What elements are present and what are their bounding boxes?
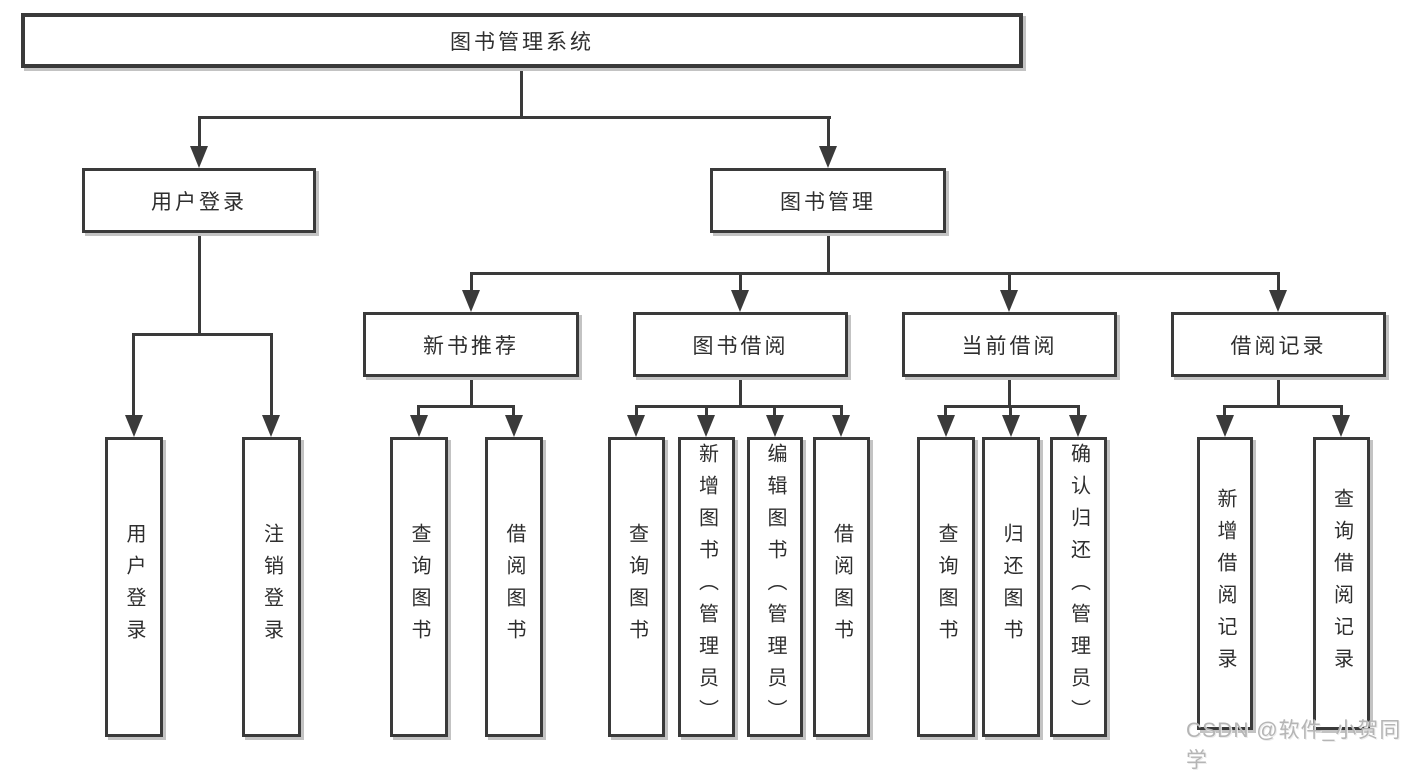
arrow-down-icon — [190, 146, 208, 168]
connector-line — [1223, 405, 1226, 417]
node-borrow-records: 借阅记录 — [1171, 312, 1386, 377]
watermark: CSDN @软件_小贺同学 — [1186, 719, 1402, 772]
connector-line — [739, 272, 742, 292]
connector-line — [827, 116, 830, 148]
connector-line — [520, 67, 523, 118]
leaf-borrow-books-recommend-label: 借阅图书 — [503, 523, 525, 651]
connector-line — [270, 333, 273, 417]
connector-line — [470, 272, 473, 292]
node-current-borrow-label: 当前借阅 — [961, 334, 1058, 358]
node-new-book-recommend-label: 新书推荐 — [423, 334, 519, 358]
leaf-borrow-books-label: 借阅图书 — [830, 523, 853, 651]
leaf-add-borrow-record-label: 新增借阅记录 — [1214, 487, 1236, 680]
leaf-query-books-borrow: 查询图书 — [608, 437, 665, 737]
arrow-down-icon — [1216, 415, 1234, 437]
leaf-user-login: 用户登录 — [105, 437, 163, 737]
connector-line — [739, 377, 742, 407]
connector-line — [470, 377, 473, 407]
connector-line — [470, 272, 1280, 275]
node-current-borrow: 当前借阅 — [902, 312, 1117, 377]
leaf-edit-book-admin: 编辑图书（管理员） — [747, 437, 803, 737]
node-book-borrow-label: 图书借阅 — [692, 334, 789, 358]
arrow-down-icon — [627, 415, 645, 437]
arrow-down-icon — [1002, 415, 1020, 437]
leaf-query-books-borrow-label: 查询图书 — [625, 523, 648, 651]
leaf-query-books-current: 查询图书 — [917, 437, 975, 737]
connector-line — [840, 405, 843, 417]
arrow-down-icon — [697, 415, 715, 437]
arrow-down-icon — [410, 415, 428, 437]
arrow-down-icon — [937, 415, 955, 437]
leaf-query-books-recommend-label: 查询图书 — [408, 523, 430, 651]
arrow-down-icon — [832, 415, 850, 437]
connector-line — [1277, 377, 1280, 407]
leaf-query-books-current-label: 查询图书 — [935, 523, 957, 651]
connector-line — [132, 333, 135, 417]
connector-line — [827, 233, 830, 274]
node-book-borrow: 图书借阅 — [633, 312, 848, 377]
leaf-return-book-label: 归还图书 — [1000, 523, 1022, 651]
connector-line — [705, 405, 708, 417]
leaf-borrow-books: 借阅图书 — [813, 437, 870, 737]
connector-line — [132, 333, 273, 336]
node-book-management-label: 图书管理 — [780, 190, 876, 214]
leaf-confirm-return-admin-label: 确认归还（管理员） — [1067, 443, 1090, 731]
node-borrow-records-label: 借阅记录 — [1230, 334, 1327, 358]
node-user-login-label: 用户登录 — [151, 190, 247, 214]
leaf-query-borrow-record: 查询借阅记录 — [1313, 437, 1370, 730]
leaf-return-book: 归还图书 — [982, 437, 1040, 737]
connector-line — [635, 405, 638, 417]
connector-line — [512, 405, 515, 417]
arrow-down-icon — [766, 415, 784, 437]
leaf-add-book-admin: 新增图书（管理员） — [678, 437, 735, 737]
connector-line — [417, 405, 420, 417]
arrow-down-icon — [505, 415, 523, 437]
arrow-down-icon — [1332, 415, 1350, 437]
connector-line — [773, 405, 776, 417]
connector-line — [944, 405, 1080, 408]
arrow-down-icon — [462, 290, 480, 312]
connector-line — [1223, 405, 1342, 408]
leaf-logout: 注销登录 — [242, 437, 301, 737]
leaf-edit-book-admin-label: 编辑图书（管理员） — [764, 443, 786, 731]
connector-line — [1277, 272, 1280, 292]
node-user-login: 用户登录 — [82, 168, 316, 233]
arrow-down-icon — [262, 415, 280, 437]
arrow-down-icon — [1069, 415, 1087, 437]
leaf-logout-label: 注销登录 — [260, 523, 283, 651]
node-system-label: 图书管理系统 — [450, 30, 594, 54]
node-new-book-recommend: 新书推荐 — [363, 312, 579, 377]
connector-line — [1008, 272, 1011, 292]
connector-line — [198, 116, 201, 148]
node-book-management: 图书管理 — [710, 168, 946, 233]
leaf-add-book-admin-label: 新增图书（管理员） — [695, 443, 718, 731]
node-system: 图书管理系统 — [21, 13, 1023, 68]
connector-line — [198, 233, 201, 335]
arrow-down-icon — [125, 415, 143, 437]
arrow-down-icon — [1269, 290, 1287, 312]
leaf-confirm-return-admin: 确认归还（管理员） — [1050, 437, 1107, 737]
leaf-query-books-recommend: 查询图书 — [390, 437, 448, 737]
leaf-borrow-books-recommend: 借阅图书 — [485, 437, 543, 737]
connector-line — [1009, 405, 1012, 417]
connector-line — [1077, 405, 1080, 417]
connector-line — [1340, 405, 1343, 417]
connector-line — [417, 405, 515, 408]
connector-line — [944, 405, 947, 417]
connector-line — [198, 116, 831, 119]
arrow-down-icon — [819, 146, 837, 168]
arrow-down-icon — [731, 290, 749, 312]
leaf-user-login-label: 用户登录 — [123, 523, 145, 651]
connector-line — [635, 405, 842, 408]
arrow-down-icon — [1000, 290, 1018, 312]
leaf-query-borrow-record-label: 查询借阅记录 — [1330, 487, 1353, 680]
connector-line — [1008, 377, 1011, 407]
leaf-add-borrow-record: 新增借阅记录 — [1197, 437, 1253, 730]
diagram-canvas: 图书管理系统 用户登录 图书管理 新书推荐 图书借阅 当前借阅 借阅记录 用户登… — [21, 13, 1400, 772]
